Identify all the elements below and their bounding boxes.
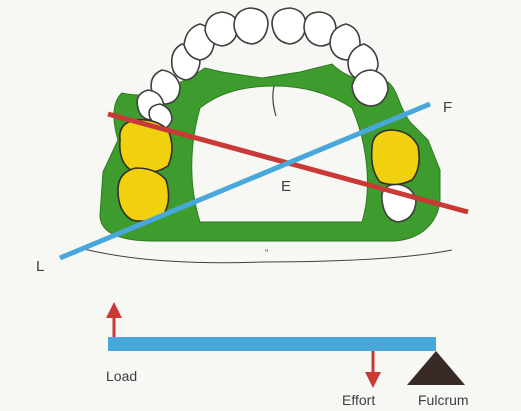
point-label-e: E	[281, 178, 291, 195]
effort-label: Effort	[342, 392, 375, 408]
fulcrum-triangle-icon	[407, 351, 465, 385]
artificial-teeth-right	[372, 130, 419, 185]
lever-bar	[108, 337, 436, 351]
point-label-f: F	[443, 99, 452, 116]
artificial-tooth	[118, 168, 169, 221]
effort-arrow-icon	[365, 351, 381, 388]
midline-mark: ''	[265, 248, 269, 258]
fulcrum-label: Fulcrum	[418, 392, 469, 408]
point-label-l: L	[36, 258, 44, 275]
tooth	[352, 70, 388, 106]
tooth	[234, 8, 268, 44]
tooth	[272, 8, 306, 44]
palatal-raphe	[273, 86, 276, 116]
load-arrow-icon	[106, 302, 122, 337]
tooth	[205, 12, 238, 46]
load-label: Load	[106, 368, 137, 384]
artificial-tooth	[372, 130, 419, 185]
